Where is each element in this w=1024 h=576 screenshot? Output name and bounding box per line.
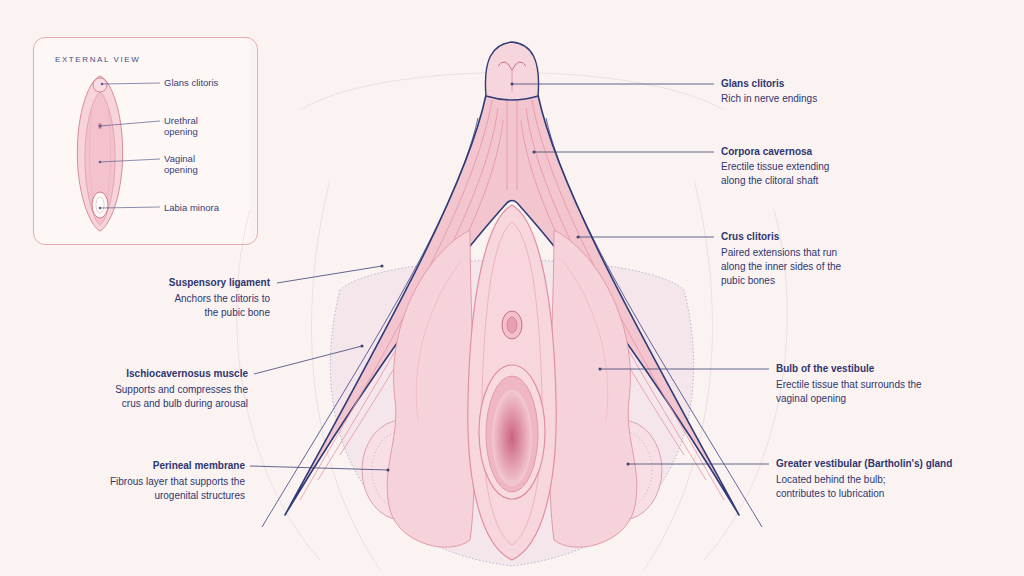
inset-leader-lines [100, 83, 160, 208]
inset-labia-minora [85, 92, 115, 225]
callout-text: Erectile tissue that surrounds the vagin… [776, 378, 928, 406]
callout-text: Erectile tissue extending along the clit… [721, 160, 856, 188]
callout-text: Anchors the clitoris to the pubic bone [158, 292, 270, 320]
callout-heading: Corpora cavernosa [721, 145, 921, 159]
vaginal-opening [479, 365, 545, 499]
inset-label: Urethral opening [164, 115, 219, 137]
inset-ground [33, 37, 250, 245]
leader-dots [361, 83, 630, 472]
callout-heading: Crus clitoris [721, 230, 921, 244]
bulb-left [387, 230, 474, 547]
callout-heading: Bulb of the vestibule [776, 362, 976, 376]
inset-label: Glans clitoris [164, 77, 244, 88]
leader-lines [250, 84, 769, 470]
callout-heading: Glans clitoris [721, 77, 921, 91]
pelvic-contours [237, 73, 787, 571]
callout-text: Rich in nerve endings [721, 92, 871, 106]
inset-leader-dots [99, 83, 104, 210]
inset-vaginal-ring [92, 192, 108, 218]
callout-text: Paired extensions that run along the inn… [721, 246, 851, 288]
callout-heading: Ischiocavernosus muscle [58, 367, 248, 381]
inset-vaginal-opening [96, 197, 104, 213]
callout-text: Fibrous layer that supports the urogenit… [105, 475, 245, 503]
callout-heading: Suspensory ligament [100, 276, 270, 290]
inset-glans [93, 78, 107, 92]
callout-heading: Greater vestibular (Bartholin's) gland [776, 457, 1016, 471]
inset-panel: EXTERNAL VIEW [33, 37, 258, 245]
urethral-opening [502, 311, 522, 339]
bulb-right [550, 230, 637, 547]
callout-text: Located behind the bulb; contributes to … [776, 473, 912, 501]
callout-heading: Perineal membrane [75, 459, 245, 473]
glans [485, 42, 538, 100]
inset-figure [33, 37, 250, 245]
panel-heading: EXTERNAL VIEW [55, 54, 257, 65]
vestibule [468, 205, 556, 560]
callout-text: Supports and compresses the crus and bul… [98, 383, 248, 411]
inset-label: Vaginal opening [164, 153, 219, 175]
inset-label: Labia minora [164, 202, 244, 213]
